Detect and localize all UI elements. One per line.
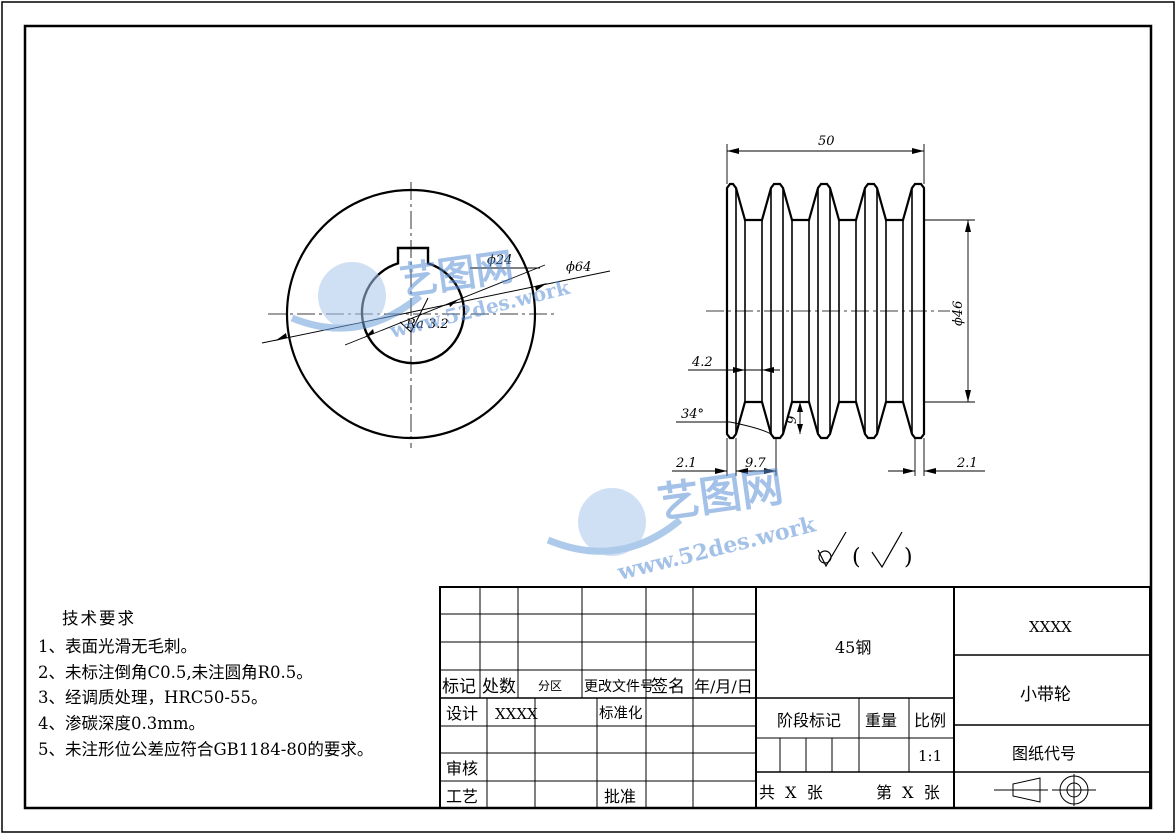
tech-item-4: 4、渗碳深度0.3mm。	[38, 714, 205, 733]
dim-bore: ϕ24	[487, 253, 512, 268]
dim-outer: ϕ64	[566, 260, 591, 275]
standardize-label: 标准化	[599, 705, 643, 722]
review-label: 审核	[446, 759, 478, 778]
arrow-bore-left	[364, 329, 374, 338]
scale-label: 比例	[914, 711, 946, 730]
drawing-no-label: 图纸代号	[1012, 744, 1076, 763]
tech-item-5: 5、未注形位公差应符合GB1184-80的要求。	[38, 740, 373, 759]
h-sign: 签名	[651, 677, 685, 697]
side-dimension-lines	[672, 144, 985, 476]
title-block-text: 标记 处数 分区 更改文件号 签名 年/月/日 设计 XXXX 标准化 审核 工…	[442, 618, 1076, 806]
surface-finish-symbol: ( )	[817, 531, 913, 570]
title-block	[439, 586, 1151, 809]
scale-value: 1:1	[918, 747, 942, 765]
h-zone: 分区	[538, 679, 562, 693]
arrow-bore-right	[449, 299, 459, 307]
arrow-outer-right	[535, 283, 547, 291]
finish-check-mark-2	[871, 531, 903, 569]
pulley-profile	[725, 182, 926, 440]
side-view	[672, 144, 985, 476]
dim-pitch: 9.7	[745, 456, 766, 471]
sheets-total: 共 X 张	[759, 783, 823, 802]
front-view	[261, 182, 611, 448]
h-change-doc: 更改文件号	[584, 679, 654, 695]
process-label: 工艺	[446, 787, 478, 806]
roughness-label: Ra 3.2	[405, 317, 449, 332]
dim-left-edge: 2.1	[675, 456, 697, 471]
part-name: 小带轮	[1020, 685, 1071, 705]
finish-paren-open: (	[852, 545, 861, 570]
approve-label: 批准	[604, 787, 636, 806]
h-date: 年/月/日	[694, 677, 753, 696]
arrow-outer-left	[275, 333, 287, 341]
side-view-dims: 50 ϕ46 4.2 34° 9 2.1 9.7 2.1	[675, 134, 978, 471]
front-view-dims: ϕ24 ϕ64 Ra 3.2	[405, 253, 591, 332]
finish-check-mark-1	[817, 531, 847, 568]
dim-angle: 34°	[681, 407, 704, 422]
company-name: XXXX	[1029, 618, 1072, 636]
roughness-mark	[399, 297, 429, 333]
design-label: 设计	[446, 704, 478, 723]
h-count: 处数	[482, 677, 516, 697]
dim-width: 50	[818, 134, 835, 149]
stage-mark-label: 阶段标记	[777, 711, 841, 730]
designer-name: XXXX	[495, 705, 538, 723]
watermark-brand-2: 艺图网	[655, 462, 787, 528]
dim-groove: 4.2	[691, 355, 713, 370]
tech-item-1: 1、表面光滑无毛刺。	[38, 637, 197, 656]
leader-outer	[261, 270, 611, 344]
tech-item-3: 3、经调质处理，HRC50-55。	[38, 688, 268, 707]
leader-bore	[344, 264, 546, 346]
tech-requirements: 技术要求 1、表面光滑无毛刺。 2、未标注倒角C0.5,未注圆角R0.5。 3、…	[38, 609, 373, 759]
tech-item-2: 2、未标注倒角C0.5,未注圆角R0.5。	[38, 663, 313, 682]
weight-label: 重量	[865, 711, 897, 730]
dim-depth: 9	[785, 416, 800, 424]
tech-title: 技术要求	[62, 609, 136, 628]
side-dimension-arrows	[715, 148, 971, 474]
sheet-no: 第 X 张	[876, 783, 940, 802]
dim-right-edge: 2.1	[956, 456, 978, 471]
finish-paren-close: )	[904, 545, 913, 570]
projection-symbol	[994, 774, 1096, 806]
watermark-1: 艺图网 www.52des.work	[290, 243, 573, 343]
h-mark: 标记	[442, 677, 476, 697]
watermark-2: 艺图网 www.52des.work	[546, 462, 819, 586]
material: 45钢	[835, 638, 871, 657]
dim-diameter: ϕ46	[951, 301, 966, 326]
